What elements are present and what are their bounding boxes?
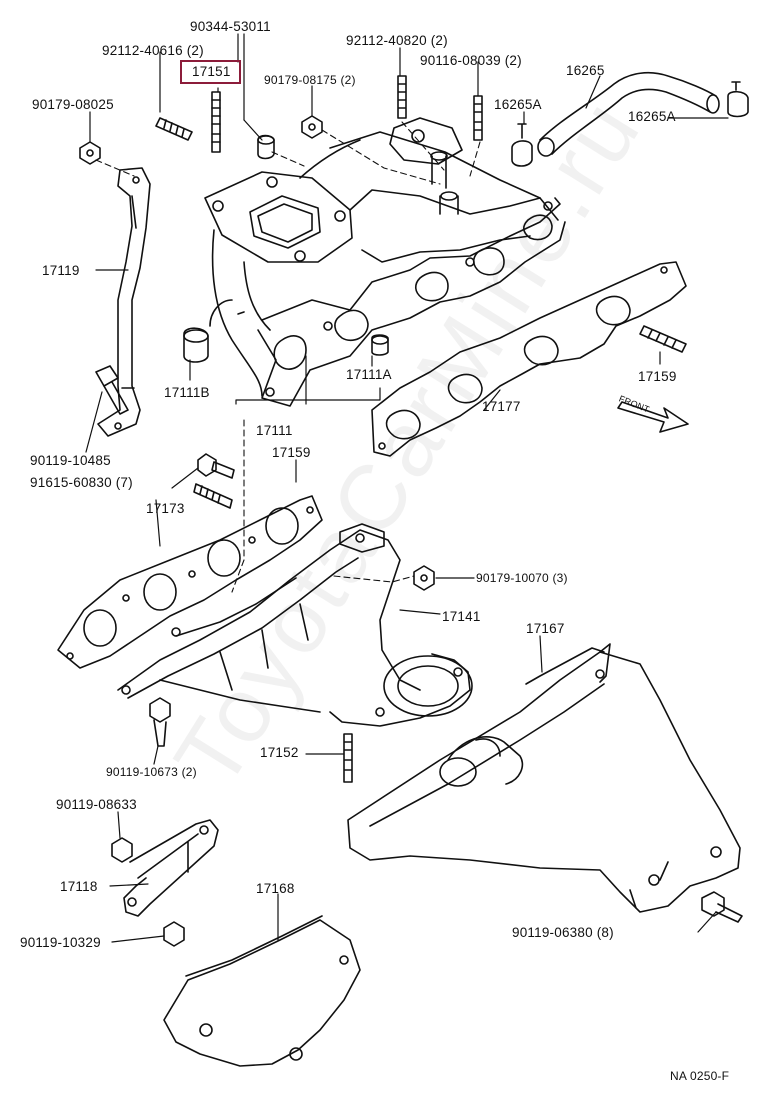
grommets-drawing: [183, 327, 389, 363]
label-90116-08039: 90116-08039 (2): [420, 53, 522, 68]
water-hose-drawing: [511, 71, 749, 167]
label-90119-10485: 90119-10485: [30, 453, 111, 468]
gasket-studs-drawing: [193, 453, 235, 509]
label-17151-highlighted[interactable]: 17151: [180, 60, 241, 84]
label-17173: 17173: [146, 501, 185, 516]
intake-manifold-drawing: [204, 117, 566, 407]
dashed-guides: [95, 121, 481, 593]
label-16265a-1: 16265A: [494, 97, 542, 112]
label-90179-10070: 90179-10070 (3): [476, 571, 568, 585]
label-17111a: 17111A: [346, 367, 392, 382]
label-90119-06380: 90119-06380 (8): [512, 925, 614, 940]
label-90119-08633: 90119-08633: [56, 797, 137, 812]
label-17168: 17168: [256, 881, 295, 896]
heat-insulator-drawing: [347, 643, 741, 913]
leader-lines: [85, 33, 729, 943]
label-17159-right: 17159: [638, 369, 677, 384]
footer-illustration-code: NA 0250-F: [670, 1069, 730, 1083]
label-17152: 17152: [260, 745, 299, 760]
label-16265a-2: 16265A: [628, 109, 676, 124]
label-17167: 17167: [526, 621, 565, 636]
exhaust-manifold-drawing: [117, 523, 473, 727]
label-90344-53011: 90344-53011: [190, 19, 271, 34]
lower-bolts-drawing: [111, 697, 743, 947]
intake-gasket-drawing: [371, 261, 687, 457]
label-17111: 17111: [256, 423, 293, 438]
label-16265: 16265: [566, 63, 605, 78]
manifold-stay-drawing: [95, 167, 151, 437]
exhaust-nut-drawing: [413, 565, 435, 591]
stud-17152-drawing: [343, 733, 353, 783]
label-90119-10329: 90119-10329: [20, 935, 101, 950]
label-90179-08175: 90179-08175 (2): [264, 73, 356, 87]
label-17118: 17118: [60, 879, 98, 894]
label-17111b: 17111B: [164, 385, 210, 400]
label-92112-40820: 92112-40820 (2): [346, 33, 448, 48]
label-91615-60830: 91615-60830 (7): [30, 475, 133, 490]
top-studs-drawing: [79, 75, 483, 165]
exhaust-gasket-drawing: [57, 495, 323, 669]
label-17141: 17141: [442, 609, 481, 624]
lower-insulator-drawing: [163, 915, 361, 1067]
label-17119: 17119: [42, 263, 80, 278]
lower-stay-drawing: [123, 819, 219, 917]
label-17159-left: 17159: [272, 445, 311, 460]
label-90119-10673: 90119-10673 (2): [106, 765, 197, 779]
label-92112-40616: 92112-40616 (2): [102, 43, 204, 58]
label-17177: 17177: [482, 399, 521, 414]
label-90179-08025: 90179-08025: [32, 97, 114, 112]
stud-right-drawing: [639, 325, 687, 353]
front-arrow-drawing: [617, 401, 689, 433]
